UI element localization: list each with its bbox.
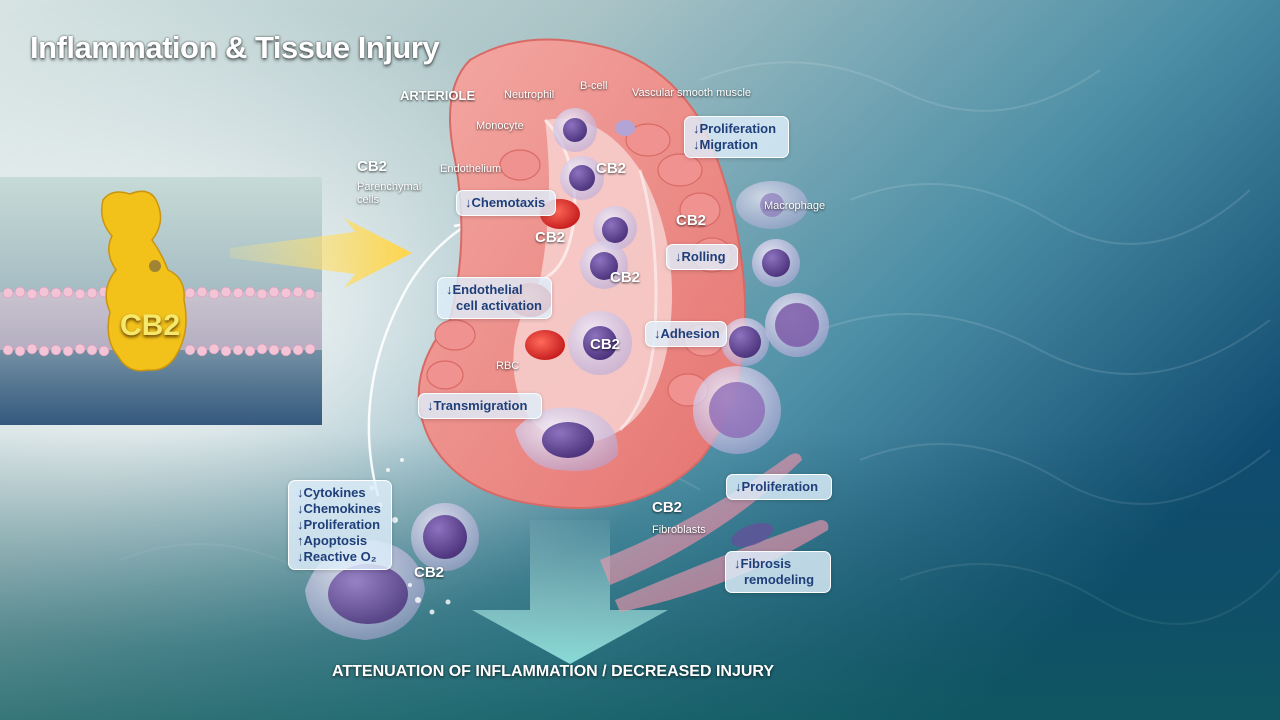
callout-line: cell activation [456, 298, 542, 313]
callout-line: ↓Migration [693, 137, 758, 152]
rbc-label: RBC [496, 360, 520, 372]
callout-line: remodeling [744, 572, 815, 587]
conclusion-label: ATTENUATION OF INFLAMMATION / DECREASED … [332, 663, 775, 680]
neutrophil-label: Neutrophil [504, 89, 555, 101]
callout-vsm: ↓Proliferation ↓Migration [684, 116, 789, 158]
monocyte-label: Monocyte [476, 120, 524, 132]
leukocyte [560, 156, 604, 200]
cb2-tissue-tag: CB2 [414, 564, 445, 581]
leukocyte [593, 206, 637, 250]
callout-fibroblast-proliferation: ↓Proliferation [726, 474, 832, 500]
tissue-cell [693, 366, 781, 454]
callout-line: ↓Cytokines [297, 485, 366, 500]
callout-line: ↓Chemokines [297, 501, 381, 516]
bcell-label: B-cell [580, 80, 608, 92]
cb2-rolling-tag: CB2 [610, 269, 641, 286]
smooth-muscle-nucleus [615, 120, 635, 136]
callout-rolling: ↓Rolling [666, 244, 738, 270]
callout-endothelial: ↓Endothelial cell activation [437, 277, 552, 319]
curved-arrow [367, 226, 463, 497]
tissue-cell [721, 318, 769, 366]
leukocyte [568, 311, 632, 375]
callout-line: ↑Apoptosis [297, 533, 368, 548]
callout-parenchymal: ↓Cytokines ↓Chemokines ↓Proliferation ↑A… [288, 480, 392, 570]
arrow-right-icon [230, 218, 412, 288]
arrow-down-icon [472, 520, 668, 664]
callout-line: ↓Proliferation [693, 121, 777, 136]
parenchymal-cells-label: cells [357, 194, 380, 206]
endothelium-label: Endothelium [440, 163, 502, 175]
callout-line: ↓Proliferation [297, 517, 381, 532]
callout-line: ↓Endothelial [446, 282, 523, 297]
tissue-cell [752, 239, 800, 287]
callout-line: ↓Reactive O₂ [297, 549, 377, 564]
tissue-cell [765, 293, 829, 357]
cb2-parenchymal-tag: CB2 [357, 158, 388, 175]
cb2-adhesion-tag: CB2 [590, 336, 621, 353]
parenchymal-label: Parenchymal [357, 181, 422, 193]
macrophage-label: Macrophage [764, 200, 826, 212]
callout-transmigration: ↓Transmigration [418, 393, 542, 419]
cb2-endothelium-tag: CB2 [535, 229, 566, 246]
callout-chemotaxis: ↓Chemotaxis [456, 190, 556, 216]
tissue-cells [693, 181, 829, 454]
cb2-vsm-tag: CB2 [676, 212, 707, 229]
leukocyte [553, 108, 597, 152]
leukocyte [580, 241, 628, 289]
transmigrating-cell [515, 407, 619, 471]
fibroblasts-label: Fibroblasts [652, 524, 706, 536]
vsm-label: Vascular smooth muscle [632, 87, 752, 99]
macrophage [736, 181, 808, 229]
leukocytes [515, 108, 637, 471]
callout-adhesion: ↓Adhesion [645, 321, 727, 347]
cb2-receptor-panel [0, 177, 322, 425]
cb2-fibroblast-tag: CB2 [652, 499, 683, 516]
arteriole-label: ARTERIOLE [400, 88, 476, 103]
callout-line: ↓Adhesion [654, 326, 720, 341]
page-title: Inflammation & Tissue Injury [30, 30, 440, 65]
callout-line: ↓Chemotaxis [465, 195, 546, 210]
cb2-receptor-protein [100, 190, 187, 372]
callout-line: ↓Proliferation [735, 479, 819, 494]
callout-line: ↓Transmigration [427, 398, 528, 413]
callout-line: ↓Fibrosis [734, 556, 792, 571]
callout-line: ↓Rolling [675, 249, 726, 264]
callout-fibrosis: ↓Fibrosis remodeling [725, 551, 831, 593]
cb2-lumen-tag: CB2 [596, 160, 627, 177]
cb2-receptor-label: CB2 [120, 309, 181, 342]
